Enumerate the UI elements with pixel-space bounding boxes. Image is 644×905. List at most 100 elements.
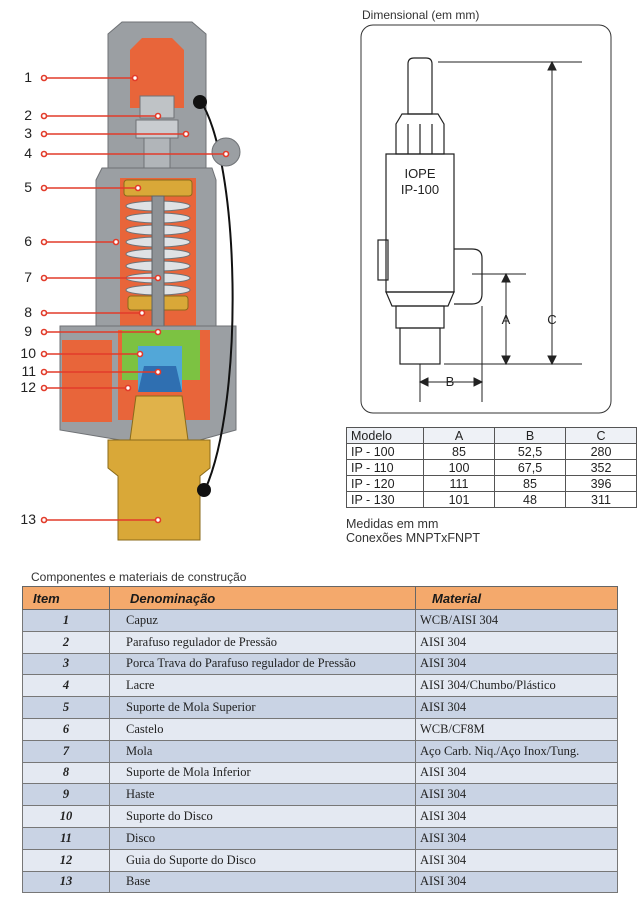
cell-name: Base: [109, 870, 416, 894]
dimension-c: [438, 60, 582, 366]
cell-material: AISI 304: [415, 761, 618, 785]
table-row: IP - 120 111 85 396: [346, 475, 637, 492]
dim-label-a: A: [502, 312, 511, 327]
dim-label-c: C: [547, 312, 556, 327]
cell-item: 6: [22, 717, 110, 741]
cell-item: 5: [22, 696, 110, 719]
components-caption: Componentes e materiais de construção: [31, 570, 247, 584]
cell-name: Disco: [109, 826, 416, 850]
cell-item: 11: [22, 826, 110, 850]
table-row: 5 Suporte de Mola Superior AISI 304: [22, 696, 618, 719]
table-row: 12 Guia do Suporte do Disco AISI 304: [22, 848, 618, 872]
cell-material: AISI 304: [415, 652, 618, 676]
cell-material: AISI 304: [415, 826, 618, 850]
cell-item: 3: [22, 652, 110, 676]
header-a: A: [423, 427, 495, 444]
cap-interior: [130, 38, 184, 108]
cell-item: 8: [22, 761, 110, 785]
callout-leaders: [40, 74, 230, 524]
cell-name: Mola: [109, 739, 416, 763]
model-table-header: Modelo A B C: [346, 427, 637, 444]
callout-1: 1: [24, 69, 32, 85]
table-row: IP - 110 100 67,5 352: [346, 459, 637, 476]
table-row: 2 Parafuso regulador de Pressão AISI 304: [22, 630, 618, 654]
brand-label: IOPE: [404, 166, 435, 181]
cell-material: Aço Carb. Niq./Aço Inox/Tung.: [415, 739, 618, 763]
cell-name: Parafuso regulador de Pressão: [109, 630, 416, 654]
stem: [151, 195, 165, 347]
cell-a: 101: [423, 491, 495, 508]
cell-material: AISI 304: [415, 848, 618, 872]
header-c: C: [565, 427, 637, 444]
cell-material: AISI 304/Chumbo/Plástico: [415, 674, 618, 698]
cell-a: 85: [423, 443, 495, 460]
cell-item: 13: [22, 870, 110, 894]
cell-b: 52,5: [494, 443, 566, 460]
dimension-b: [418, 306, 484, 402]
callout-13: 13: [20, 511, 36, 527]
callout-7: 7: [24, 269, 32, 285]
dimensional-title: Dimensional (em mm): [362, 8, 480, 22]
cell-b: 67,5: [494, 459, 566, 476]
cell-material: AISI 304: [415, 805, 618, 828]
callout-11: 11: [21, 363, 36, 379]
cell-item: 4: [22, 674, 110, 698]
cell-name: Porca Trava do Parafuso regulador de Pre…: [109, 652, 416, 676]
table-row: 8 Suporte de Mola Inferior AISI 304: [22, 761, 618, 785]
components-header: Item Denominação Material: [22, 586, 618, 610]
cell-name: Guia do Suporte do Disco: [109, 848, 416, 872]
cell-name: Suporte do Disco: [109, 805, 416, 828]
cell-name: Capuz: [109, 609, 416, 632]
callout-4: 4: [24, 145, 32, 161]
cell-item: 2: [22, 630, 110, 654]
cell-c: 396: [565, 475, 637, 492]
dim-label-b: B: [446, 374, 455, 389]
table-row: 6 Castelo WCB/CF8M: [22, 717, 618, 741]
cell-model: IP - 100: [346, 443, 424, 460]
table-row: 4 Lacre AISI 304/Chumbo/Plástico: [22, 674, 618, 698]
callout-12: 12: [20, 379, 36, 395]
cell-item: 9: [22, 783, 110, 807]
valve-cutaway-svg: [40, 21, 241, 541]
header-item: Item: [22, 586, 110, 610]
cell-b: 85: [494, 475, 566, 492]
cell-name: Lacre: [109, 674, 416, 698]
spring: [125, 200, 191, 296]
nozzle: [129, 395, 189, 441]
dimensional-panel: IOPE IP-100 C A B: [360, 24, 612, 414]
header-model: Modelo: [346, 427, 424, 444]
cell-a: 111: [423, 475, 495, 492]
components-table: Item Denominação Material 1 Capuz WCB/AI…: [22, 586, 618, 894]
lock-nut: [135, 119, 179, 139]
cell-material: AISI 304: [415, 696, 618, 719]
callout-2: 2: [24, 107, 32, 123]
callout-6: 6: [24, 233, 32, 249]
table-row: 9 Haste AISI 304: [22, 783, 618, 807]
callout-3: 3: [24, 125, 32, 141]
cell-model: IP - 130: [346, 491, 424, 508]
cell-name: Castelo: [109, 717, 416, 741]
callout-5: 5: [24, 179, 32, 195]
units-note: Medidas em mm: [346, 517, 439, 531]
cell-name: Haste: [109, 783, 416, 807]
cell-c: 311: [565, 491, 637, 508]
table-row: 3 Porca Trava do Parafuso regulador de P…: [22, 652, 618, 676]
connections-note: Conexões MNPTxFNPT: [346, 531, 481, 545]
callout-9: 9: [24, 323, 32, 339]
table-row: IP - 100 85 52,5 280: [346, 443, 637, 460]
inlet-threads: [62, 340, 112, 422]
cell-name: Suporte de Mola Inferior: [109, 761, 416, 785]
valve-cutaway-drawing: 1 2 3 4 5 6 7 8 9 10 11 12 13: [0, 0, 345, 550]
model-label: IP-100: [401, 182, 439, 197]
cell-item: 12: [22, 848, 110, 872]
table-row: 1 Capuz WCB/AISI 304: [22, 609, 618, 632]
table-row: 13 Base AISI 304: [22, 870, 618, 894]
callout-10: 10: [20, 345, 36, 361]
cell-model: IP - 120: [346, 475, 424, 492]
cell-material: AISI 304: [415, 783, 618, 807]
dimension-a: [472, 272, 526, 366]
header-b: B: [494, 427, 566, 444]
header-material: Material: [415, 586, 618, 610]
cell-model: IP - 110: [346, 459, 424, 476]
table-row: 11 Disco AISI 304: [22, 826, 618, 850]
